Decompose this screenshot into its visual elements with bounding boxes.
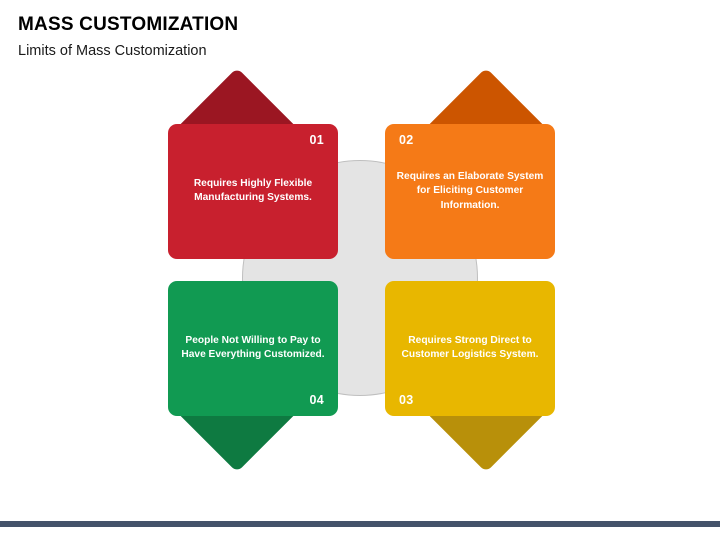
slide-header: MASS CUSTOMIZATION Limits of Mass Custom… — [18, 14, 698, 60]
node-02-number: 02 — [399, 133, 414, 147]
node-01-number: 01 — [309, 133, 324, 147]
node-03-text: Requires Strong Direct to Customer Logis… — [401, 334, 539, 361]
node-04-number: 04 — [309, 393, 324, 407]
node-04-card[interactable]: People Not Willing to Pay to Have Everyt… — [168, 281, 338, 416]
node-04-text: People Not Willing to Pay to Have Everyt… — [181, 334, 325, 361]
node-01-text: Requires Highly Flexible Manufacturing S… — [193, 177, 313, 204]
footer-accent-bar — [0, 521, 720, 527]
diagram-node-01[interactable]: Requires Highly Flexible Manufacturing S… — [167, 67, 338, 259]
node-01-card[interactable]: Requires Highly Flexible Manufacturing S… — [168, 124, 338, 259]
diagram-node-02[interactable]: Requires an Elaborate System for Eliciti… — [385, 67, 556, 259]
node-02-card[interactable]: Requires an Elaborate System for Eliciti… — [385, 124, 555, 259]
page-subtitle: Limits of Mass Customization — [18, 42, 207, 59]
node-02-text: Requires an Elaborate System for Eliciti… — [396, 170, 544, 211]
node-03-card[interactable]: Requires Strong Direct to Customer Logis… — [385, 281, 555, 416]
node-03-number: 03 — [399, 393, 414, 407]
diagram-node-04[interactable]: People Not Willing to Pay to Have Everyt… — [167, 281, 338, 473]
diagram-node-03[interactable]: Requires Strong Direct to Customer Logis… — [385, 281, 556, 473]
page-title: MASS CUSTOMIZATION — [18, 14, 239, 35]
limits-diagram: Requires Highly Flexible Manufacturing S… — [0, 67, 720, 473]
